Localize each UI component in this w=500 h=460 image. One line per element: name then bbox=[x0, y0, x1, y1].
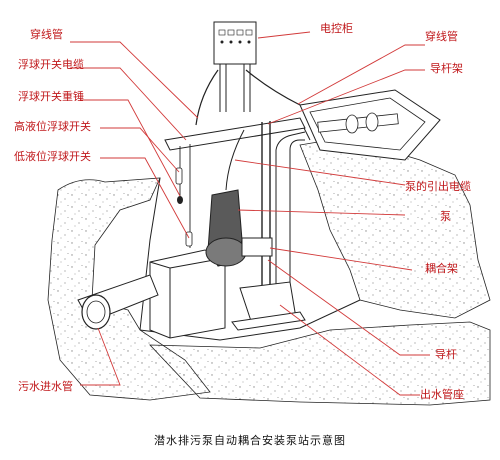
label-conduit-left: 穿线管 bbox=[30, 28, 63, 41]
pump-volute bbox=[205, 237, 247, 267]
leader-conduit-right bbox=[297, 44, 425, 105]
leader-guide-rod bbox=[267, 259, 430, 356]
label-guide-rail-bracket: 导杆架 bbox=[430, 62, 463, 75]
float-weight bbox=[177, 196, 183, 204]
pump-cable-line bbox=[225, 129, 245, 191]
conduit-left-pipe bbox=[195, 69, 219, 126]
label-low-float: 低液位浮球开关 bbox=[14, 150, 91, 163]
leader-high-float bbox=[100, 127, 180, 173]
label-pump-cable: 泵的引出电缆 bbox=[405, 180, 471, 193]
label-outlet-base: 出水管座 bbox=[420, 388, 464, 401]
label-float-weight: 浮球开关重锤 bbox=[18, 90, 84, 103]
soil-bottom bbox=[149, 321, 491, 406]
leader-pump-cable bbox=[234, 159, 406, 186]
diagram-caption: 潜水排污泵自动耦合安装泵站示意图 bbox=[154, 434, 346, 447]
leader-coupling-bracket bbox=[269, 247, 413, 271]
leader-pump bbox=[237, 209, 406, 216]
coupling-bracket bbox=[241, 237, 273, 257]
leader-conduit-left bbox=[70, 41, 199, 119]
leader-low-float bbox=[100, 157, 190, 239]
label-conduit-right: 穿线管 bbox=[425, 30, 458, 43]
label-coupling-bracket: 耦合架 bbox=[425, 262, 458, 275]
inlet-block bbox=[149, 249, 226, 339]
conduit-right-pipe bbox=[245, 69, 301, 106]
leader-float-cable bbox=[70, 67, 187, 141]
label-float-cable: 浮球开关电缆 bbox=[18, 58, 84, 71]
leader-control-cabinet bbox=[257, 31, 311, 39]
label-guide-rod: 导杆 bbox=[435, 348, 457, 361]
float-high bbox=[175, 167, 183, 185]
leader-float-weight bbox=[80, 99, 181, 197]
outlet-riser bbox=[275, 139, 305, 296]
soil-right bbox=[299, 139, 491, 319]
soil-left bbox=[47, 177, 211, 401]
cover-beam bbox=[164, 117, 306, 151]
label-control-cabinet: 电控柜 bbox=[320, 22, 353, 35]
leader-guide-rail-bracket bbox=[267, 69, 425, 125]
label-pump: 泵 bbox=[440, 210, 451, 223]
leader-inlet-pipe bbox=[80, 327, 121, 386]
label-inlet-pipe: 污水进水管 bbox=[18, 380, 73, 393]
label-high-float: 高液位浮球开关 bbox=[14, 120, 91, 133]
leader-outlet-base bbox=[279, 304, 420, 396]
